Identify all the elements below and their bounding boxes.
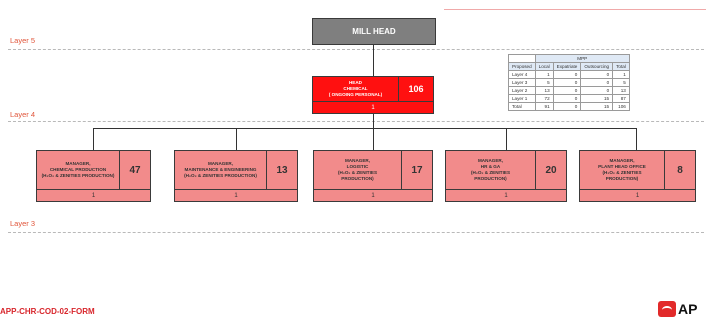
mpp-summary-table: MPP Proposed Local Expatriate Outsourcin… (508, 54, 630, 111)
head-chemical-title: HEAD CHEMICAL ( ONGOING PERSONAL) (313, 77, 399, 102)
row-label: Total (508, 102, 536, 111)
manager-count: 17 (402, 151, 432, 190)
table-cell: 0 (580, 86, 614, 95)
layer-4-label: Layer 4 (10, 110, 36, 119)
table-cell: 0 (552, 78, 582, 87)
form-code: APP-CHR-COD-02-FORM (0, 307, 95, 316)
table-cell: 0 (552, 86, 582, 95)
table-cell: 0 (552, 94, 582, 103)
table-cell: 87 (612, 94, 630, 103)
manager-count: 20 (536, 151, 566, 190)
connector-drop-2 (236, 128, 237, 150)
table-cell: 1 (612, 70, 630, 79)
table-row: Layer 3 5 0 0 5 (508, 78, 630, 87)
table-corner (508, 54, 536, 63)
table-cell: 0 (580, 70, 614, 79)
manager-title: MANAGER, CHEMICAL PRODUCTION (H₂O₂ & ZEN… (37, 151, 120, 190)
column-header: Total (612, 62, 630, 71)
manager-footer: 1 (504, 192, 508, 199)
manager-count: 47 (120, 151, 150, 190)
table-cell: 15 (580, 102, 614, 111)
layer-5-label: Layer 5 (10, 36, 36, 45)
table-cell: 91 (534, 102, 554, 111)
head-chemical-footer: 1 (371, 104, 375, 111)
mill-head-box[interactable]: MILL HEAD (312, 18, 436, 45)
head-chemical-count: 106 (399, 77, 433, 102)
table-row: Layer 4 1 0 0 1 (508, 70, 630, 79)
connector-drop-3 (373, 128, 374, 150)
manager-plant-head-office-box[interactable]: MANAGER, PLANT HEAD OFFICE (H₂O₂ & ZENIT… (579, 150, 696, 202)
row-label: Layer 3 (508, 78, 536, 87)
column-header: Proposed (508, 62, 536, 71)
top-rule (444, 9, 706, 10)
mill-head-label: MILL HEAD (352, 27, 396, 36)
table-cell: 0 (552, 102, 582, 111)
connector-drop-5 (636, 128, 637, 150)
head-chemical-box[interactable]: HEAD CHEMICAL ( ONGOING PERSONAL) 106 1 (312, 76, 434, 114)
manager-count: 8 (665, 151, 695, 190)
manager-footer: 1 (371, 192, 375, 199)
manager-footer: 1 (635, 192, 640, 199)
connector-drop-4 (506, 128, 507, 150)
connector-head-to-bus (373, 114, 374, 128)
column-header: Outsourcing (580, 62, 614, 71)
connector-drop-1 (93, 128, 94, 150)
layer-3-label: Layer 3 (10, 219, 36, 228)
manager-maintenance-engineering-box[interactable]: MANAGER, MAINTENANCE & ENGINEERING (H₂O₂… (174, 150, 298, 202)
manager-footer: 1 (91, 192, 96, 199)
row-label: Layer 1 (508, 94, 536, 103)
row-label: Layer 2 (508, 86, 536, 95)
manager-title: MANAGER, MAINTENANCE & ENGINEERING (H₂O₂… (175, 151, 267, 190)
manager-chemical-production-box[interactable]: MANAGER, CHEMICAL PRODUCTION (H₂O₂ & ZEN… (36, 150, 151, 202)
row-label: Layer 4 (508, 70, 536, 79)
table-row: Layer 1 72 0 15 87 (508, 94, 630, 103)
mpp-group-header: MPP (534, 54, 630, 63)
manager-logistic-box[interactable]: MANAGER, LOGISTIC (H₂O₂ & ZENITIES PRODU… (313, 150, 433, 202)
layer-5-divider (8, 49, 704, 50)
logo-mark-icon (658, 301, 676, 317)
table-cell: 0 (580, 78, 614, 87)
company-logo: AP (658, 301, 697, 317)
table-cell: 5 (534, 78, 554, 87)
table-row: Layer 2 13 0 0 13 (508, 86, 630, 95)
manager-footer: 1 (234, 192, 238, 199)
table-cell: 13 (612, 86, 630, 95)
manager-title: MANAGER, LOGISTIC (H₂O₂ & ZENITIES PRODU… (314, 151, 402, 190)
table-cell: 13 (534, 86, 554, 95)
connector-mill-to-head (373, 44, 374, 76)
table-cell: 106 (612, 102, 630, 111)
table-row: Total 91 0 15 106 (508, 102, 630, 111)
layer-3-divider (8, 232, 704, 233)
layer-4-divider (8, 121, 704, 122)
connector-bus (93, 128, 636, 129)
table-cell: 5 (612, 78, 630, 87)
manager-title: MANAGER, PLANT HEAD OFFICE (H₂O₂ & ZENIT… (580, 151, 665, 190)
column-header: Local (534, 62, 554, 71)
logo-text: AP (678, 301, 698, 317)
table-cell: 72 (534, 94, 554, 103)
manager-title: MANAGER, HR & GA (H₂O₂ & ZENITIES PRODUC… (446, 151, 536, 190)
manager-hr-ga-box[interactable]: MANAGER, HR & GA (H₂O₂ & ZENITIES PRODUC… (445, 150, 567, 202)
manager-count: 13 (267, 151, 297, 190)
table-cell: 0 (552, 70, 582, 79)
table-cell: 15 (580, 94, 614, 103)
column-header: Expatriate (552, 62, 582, 71)
table-cell: 1 (534, 70, 554, 79)
